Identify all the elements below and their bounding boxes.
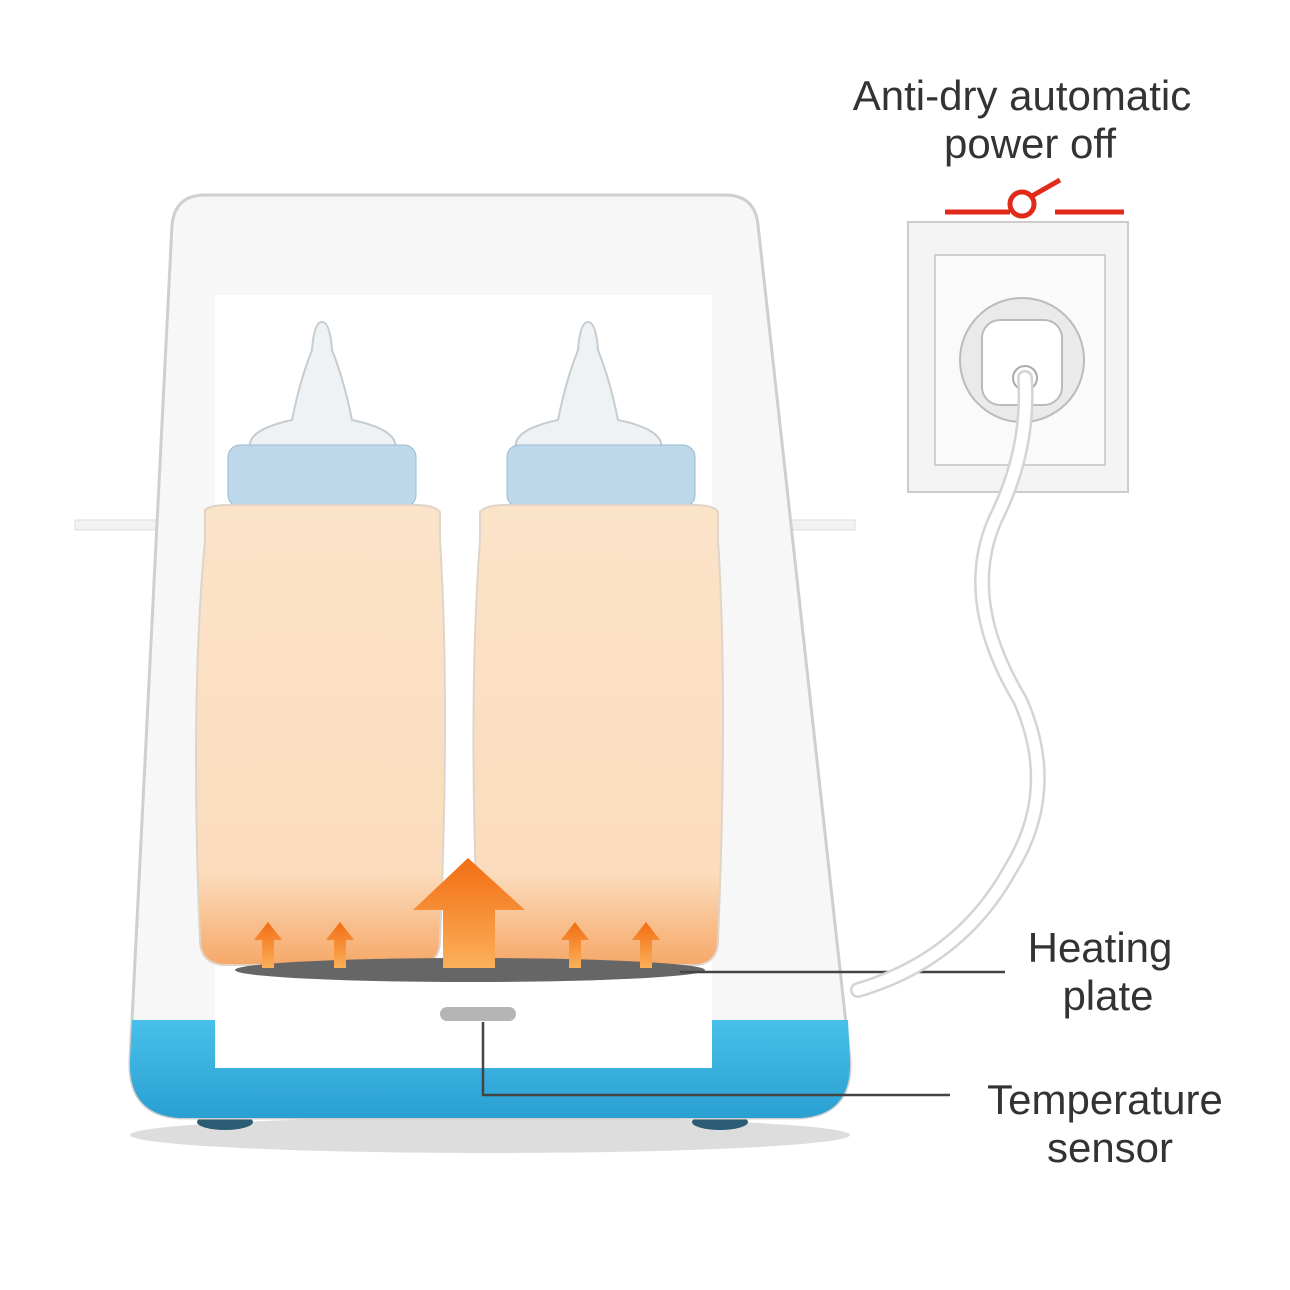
heat-arrow-small: [632, 922, 660, 968]
heating-plate-label-line1: Heating: [1028, 924, 1173, 971]
heating-plate-label-line2: plate: [1062, 972, 1153, 1019]
wall-outlet: [907, 221, 1129, 493]
heat-arrows: [254, 858, 660, 968]
heat-arrow-small: [326, 922, 354, 968]
sensor-leader-line: [481, 1022, 950, 1097]
temperature-sensor-label-line2: sensor: [1047, 1124, 1173, 1171]
temperature-sensor-label-line1: Temperature: [987, 1076, 1223, 1123]
bottle-right: [472, 320, 724, 966]
temperature-sensor: [440, 1007, 516, 1021]
heat-arrow-large: [413, 858, 525, 968]
anti-dry-label-line1: Anti-dry automatic: [853, 72, 1191, 119]
floor-shadow: [130, 1117, 850, 1153]
heat-arrow-small: [561, 922, 589, 968]
anti-dry-label-line2: power off: [944, 120, 1116, 167]
bottle-left: [195, 320, 446, 966]
heat-arrow-small: [254, 922, 282, 968]
switch-off-icon: [945, 177, 1124, 219]
heating-plate: [235, 958, 705, 982]
